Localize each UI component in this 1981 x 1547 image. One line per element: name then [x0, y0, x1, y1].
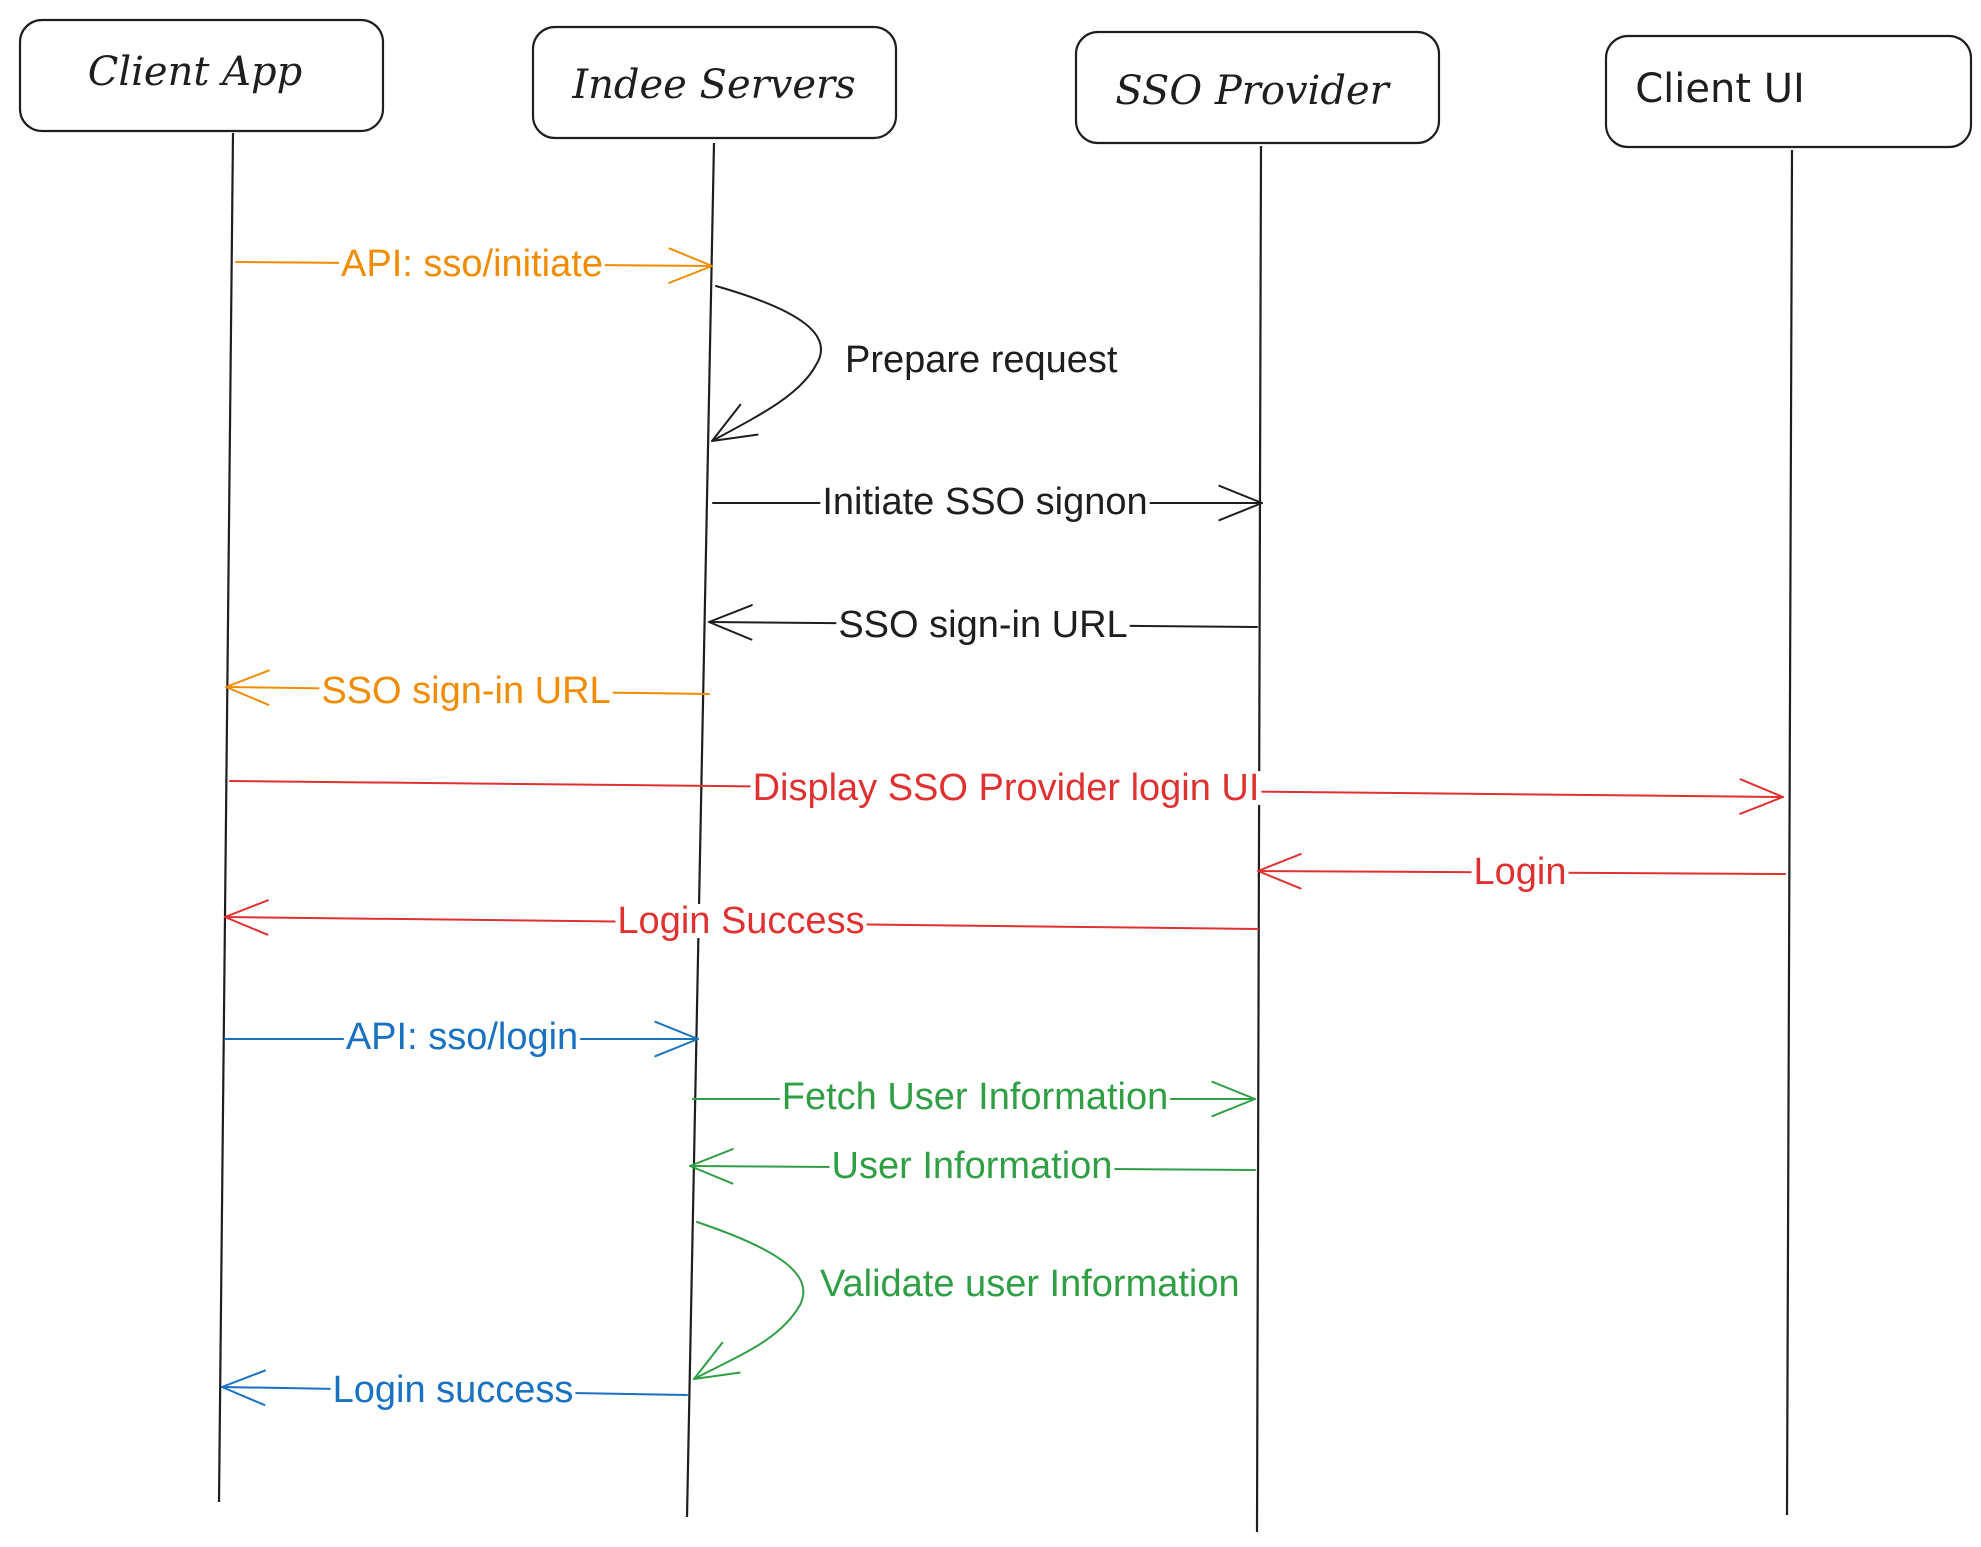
message-label: SSO sign-in URL: [321, 670, 610, 712]
arrowhead: [708, 604, 753, 641]
message-label-13: Login success: [330, 1369, 576, 1411]
actor-label: Client App: [88, 49, 303, 95]
message-label-4: SSO sign-in URL: [836, 604, 1130, 646]
arrowhead: [689, 1148, 734, 1185]
actors: Client App Indee Servers SSO Provider Clien…: [18, 18, 1973, 149]
lifeline-client-app: [217, 132, 235, 1503]
message-label-1: API: sso/initiate: [339, 243, 605, 285]
message-label-8: Login Success: [615, 900, 867, 942]
label-background: [1471, 855, 1569, 890]
actor-sso-provider: SSO Provider: [1074, 30, 1441, 145]
actor-box: [531, 25, 898, 140]
label-background: [319, 674, 613, 709]
message-label-6: Display SSO Provider login UI: [750, 767, 1262, 809]
label-background: [779, 1080, 1171, 1115]
message-label: Initiate SSO signon: [822, 481, 1147, 523]
message-label: Login: [1474, 851, 1567, 893]
lifeline-indee-servers: [685, 142, 716, 1518]
actor-client-app: Client App: [18, 18, 385, 133]
message-label-2: Prepare request: [845, 339, 1118, 381]
message-label-5: SSO sign-in URL: [319, 670, 613, 712]
actor-indee-servers: Indee Servers: [531, 25, 898, 140]
self-call-curve: [711, 285, 822, 442]
message-12: [693, 1221, 805, 1380]
message-label-7: Login: [1471, 851, 1569, 893]
actor-box: [1074, 30, 1441, 145]
label-background: [339, 247, 605, 282]
actor-box: [18, 18, 385, 133]
actor-box: [1604, 34, 1973, 149]
message-2: [711, 285, 822, 442]
label-background: [330, 1373, 576, 1408]
message-label: Display SSO Provider login UI: [753, 767, 1260, 809]
actor-label: Indee Servers: [571, 62, 855, 108]
label-background: [343, 1020, 581, 1055]
arrowhead: [221, 1369, 266, 1406]
message-label-11: User Information: [829, 1145, 1115, 1187]
arrowhead: [711, 403, 759, 442]
actor-client-ui: Client UI: [1604, 34, 1973, 149]
message-label: Validate user Information: [820, 1263, 1240, 1305]
message-label-9: API: sso/login: [343, 1016, 581, 1058]
arrowhead: [225, 669, 270, 706]
arrowhead: [224, 899, 269, 936]
arrowhead: [1218, 484, 1263, 522]
self-call-curve: [693, 1221, 805, 1380]
message-label: Login success: [333, 1369, 574, 1411]
message-label: API: sso/login: [346, 1016, 578, 1058]
lifeline-sso-provider: [1255, 145, 1263, 1533]
message-label: Prepare request: [845, 339, 1118, 381]
arrowhead: [1211, 1080, 1256, 1118]
actor-label: SSO Provider: [1115, 68, 1391, 114]
message-label: API: sso/initiate: [341, 243, 603, 285]
lifeline-client-ui: [1785, 149, 1794, 1516]
label-background: [820, 485, 1150, 520]
label-background: [836, 608, 1130, 643]
arrowhead: [654, 1020, 699, 1058]
message-label: Fetch User Information: [782, 1076, 1168, 1118]
message-label-10: Fetch User Information: [779, 1076, 1171, 1118]
message-label-3: Initiate SSO signon: [820, 481, 1150, 523]
label-background: [829, 1149, 1115, 1184]
message-label: SSO sign-in URL: [838, 604, 1127, 646]
message-label-12: Validate user Information: [820, 1263, 1240, 1305]
arrowhead: [668, 247, 713, 284]
messages: [221, 247, 1786, 1406]
label-background: [750, 771, 1262, 806]
actor-label: Client UI: [1635, 66, 1805, 112]
lifelines: [217, 132, 1794, 1533]
message-label: Login Success: [617, 900, 864, 942]
arrowhead: [1739, 778, 1784, 815]
arrowhead: [1257, 853, 1302, 890]
label-background: [615, 904, 867, 939]
arrowhead: [693, 1341, 741, 1380]
message-label: User Information: [832, 1145, 1113, 1187]
